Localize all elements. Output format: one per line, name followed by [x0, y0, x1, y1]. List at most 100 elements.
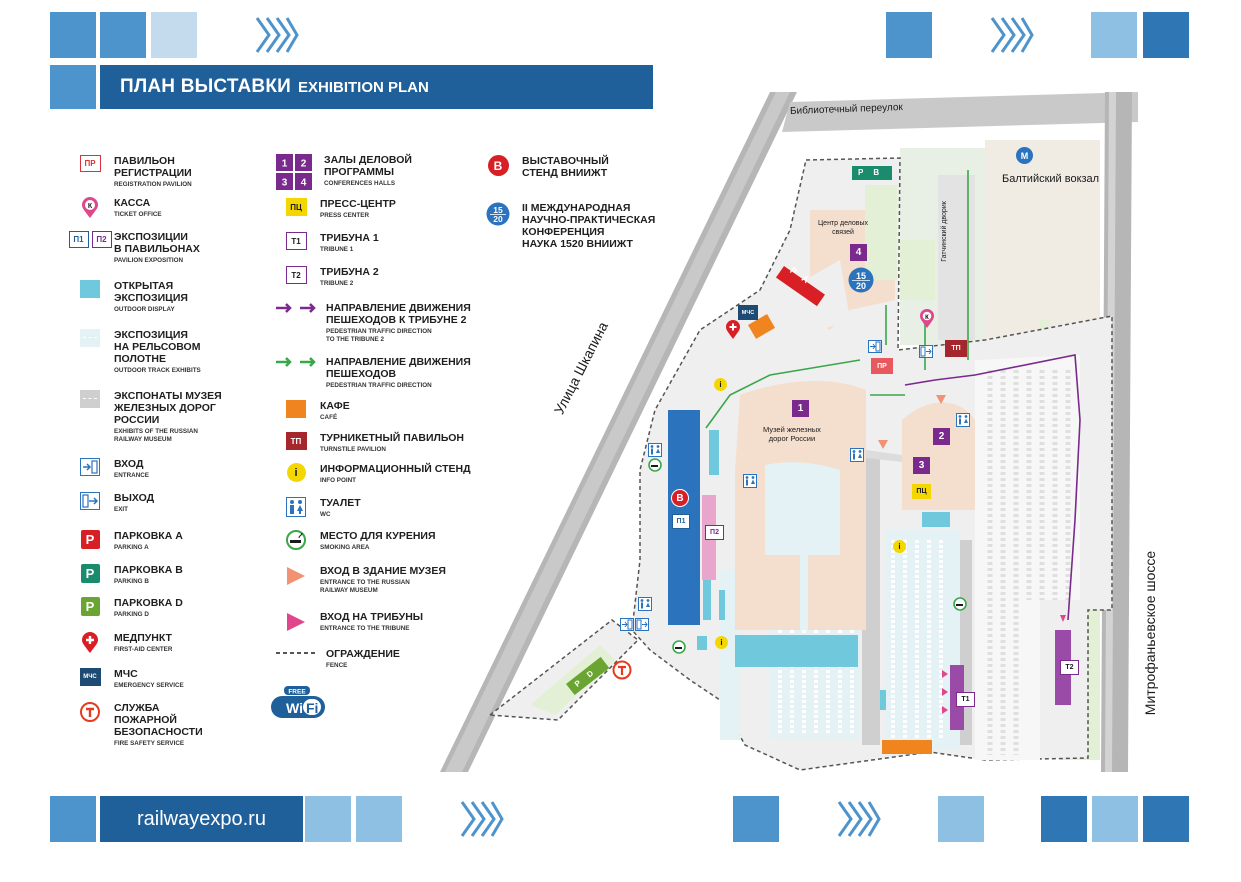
tribune-1-marker[interactable]: Т1	[956, 692, 975, 707]
smoking-area-marker[interactable]	[953, 597, 967, 611]
conference-1520-top: 15	[856, 271, 866, 281]
info-point-marker[interactable]: i	[893, 540, 906, 553]
purple-arrow-path	[904, 354, 1081, 621]
legend-vniizht-stand: В ВЫСТАВОЧНЫЙ СТЕНД ВНИИЖТ	[480, 155, 609, 179]
hall-2-marker[interactable]: 2	[933, 428, 950, 445]
svg-text:1: 1	[282, 159, 288, 170]
tribune-2-marker[interactable]: Т2	[1060, 660, 1079, 675]
exit-marker[interactable]	[635, 618, 649, 631]
outdoor-display-icon	[80, 280, 100, 298]
deco-square	[1092, 796, 1138, 842]
chevrons-icon	[990, 17, 1034, 53]
museum-exhibits-icon	[80, 390, 100, 408]
entrance-marker[interactable]	[868, 340, 882, 353]
registration-pavilion-icon: ПР	[79, 155, 101, 172]
parking-a-label: P A	[788, 265, 814, 287]
exit-marker[interactable]	[919, 345, 933, 358]
wc-icon	[286, 497, 306, 517]
hall-4-marker[interactable]: 4	[850, 244, 867, 261]
vniizht-stand-marker[interactable]: В	[671, 489, 689, 507]
free-wifi-icon: FREE Wi Fi	[271, 686, 325, 718]
ticket-office-icon: К	[82, 197, 98, 218]
ticket-office-marker[interactable]: К	[919, 309, 935, 329]
tribune-2-icon: Т2	[285, 266, 307, 284]
deco-square	[305, 796, 351, 842]
svg-text:4: 4	[301, 178, 307, 189]
emergency-marker[interactable]: МЧС	[738, 305, 758, 320]
pavilion-p1-icon: П1	[68, 231, 89, 248]
smoking-area-marker[interactable]	[672, 640, 686, 654]
fire-safety-icon	[80, 702, 100, 722]
svg-text:20: 20	[493, 214, 503, 224]
hall-3-marker[interactable]: 3	[913, 457, 930, 474]
parking-d-label: P D	[572, 666, 599, 689]
wc-marker[interactable]	[743, 474, 757, 488]
museum-exhibits-track	[862, 455, 880, 745]
smoking-area-icon	[286, 530, 306, 550]
museum-entrance-icon	[287, 567, 305, 585]
turnstile-pavilion-marker[interactable]: ТП	[945, 340, 967, 357]
pavilion-2-marker[interactable]: П2	[705, 525, 724, 540]
info-point-marker[interactable]: i	[714, 378, 727, 391]
hall-1-marker[interactable]: 1	[792, 400, 809, 417]
entrance-marker[interactable]	[620, 618, 634, 631]
museum-label: Музей железных дорог России	[763, 425, 821, 443]
site-url[interactable]: railwayexpo.ru	[100, 796, 303, 842]
deco-square	[938, 796, 984, 842]
fence-outline	[631, 157, 1113, 771]
green-strip-east	[1060, 345, 1100, 760]
deco-square	[50, 12, 96, 58]
street-label-mitrofanievskoe: Митрофаньевское шоссе	[1142, 550, 1159, 716]
turnstile-pavilion-icon: ТП	[285, 432, 307, 450]
kassa-letter: К	[925, 315, 929, 321]
deco-square	[1041, 796, 1087, 842]
first-aid-marker[interactable]	[725, 320, 741, 340]
info-point-marker[interactable]: i	[715, 636, 728, 649]
conference-1520-marker[interactable]: 15 20	[848, 267, 874, 293]
wc-marker[interactable]	[850, 448, 864, 462]
pavilion-1-marker[interactable]: П1	[672, 514, 690, 529]
baltic-station-label: Балтийский вокзал	[1002, 173, 1100, 185]
deco-square	[356, 796, 402, 842]
outdoor-track-icon	[80, 329, 100, 347]
svg-text:3: 3	[282, 178, 288, 189]
street-label-bibliotechny: Библиотечный переулок	[789, 102, 903, 117]
pavilion-p2-icon: П2	[91, 231, 112, 248]
parking-b-label: P B	[858, 168, 884, 177]
conference-1520-bottom: 20	[856, 281, 866, 291]
deco-square	[1143, 12, 1189, 58]
fence-icon	[276, 652, 316, 654]
press-center-marker[interactable]: ПЦ	[912, 484, 931, 499]
fire-safety-marker[interactable]	[612, 660, 632, 680]
deco-square	[100, 12, 146, 58]
conference-1520-icon: 1520	[486, 202, 510, 226]
svg-text:2: 2	[301, 159, 307, 170]
wc-marker[interactable]	[956, 413, 970, 427]
deco-square	[151, 12, 197, 58]
wifi-free-label: FREE	[288, 689, 306, 696]
first-aid-icon	[82, 632, 98, 653]
green-arrows-icon	[276, 357, 316, 367]
wc-marker[interactable]	[648, 443, 662, 457]
smoking-area-marker[interactable]	[648, 458, 662, 472]
wc-marker[interactable]	[638, 597, 652, 611]
registration-pavilion-marker[interactable]: ПР	[871, 358, 893, 374]
